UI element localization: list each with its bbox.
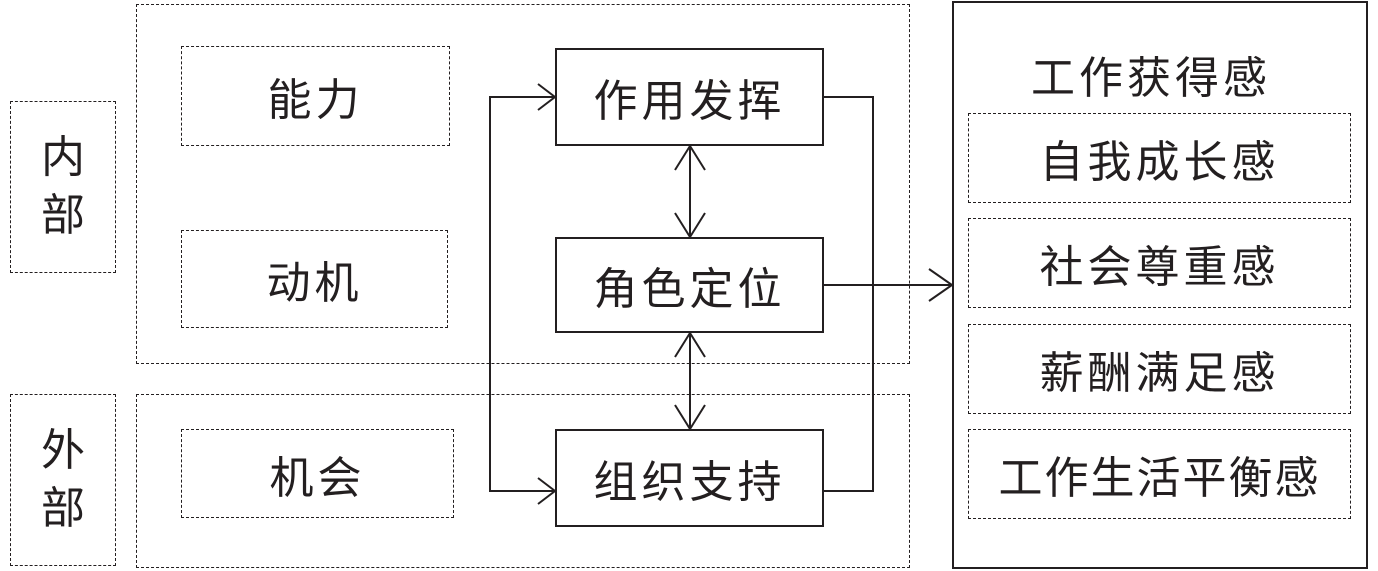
org-support-box: 组织支持 bbox=[555, 429, 824, 527]
outcome-title: 工作获得感 bbox=[1031, 53, 1271, 104]
opportunity-label: 机会 bbox=[269, 452, 366, 504]
outcome-item: 薪酬满足感 bbox=[968, 324, 1351, 414]
external-label-box: 外 部 bbox=[10, 394, 116, 566]
role-positioning-label: 角色定位 bbox=[593, 264, 786, 315]
internal-label-box: 内 部 bbox=[10, 101, 116, 273]
org-support-label: 组织支持 bbox=[593, 457, 786, 508]
outcome-item-label: 工作生活平衡感 bbox=[998, 453, 1321, 504]
external-char-1: 外 bbox=[41, 425, 85, 476]
outcome-item: 自我成长感 bbox=[968, 113, 1351, 203]
outcome-item-label: 社会尊重感 bbox=[1039, 242, 1280, 293]
motivation-label: 动机 bbox=[266, 258, 363, 309]
role-play-label: 作用发挥 bbox=[593, 76, 786, 127]
internal-char-2: 部 bbox=[41, 190, 85, 241]
ability-label: 能力 bbox=[267, 75, 364, 126]
external-group bbox=[136, 394, 910, 568]
outcome-item: 工作生活平衡感 bbox=[968, 429, 1351, 519]
right-bracket-line bbox=[824, 96, 874, 492]
ability-box: 能力 bbox=[181, 46, 450, 146]
double-arrow-top-up bbox=[674, 144, 706, 171]
outcome-item-label: 薪酬满足感 bbox=[1039, 348, 1280, 399]
internal-char-1: 内 bbox=[41, 132, 85, 183]
motivation-box: 动机 bbox=[181, 230, 448, 328]
left-bracket-line bbox=[489, 96, 555, 492]
outcome-item: 社会尊重感 bbox=[968, 218, 1351, 308]
outcome-item-label: 自我成长感 bbox=[1039, 137, 1280, 188]
external-char-2: 部 bbox=[41, 483, 85, 534]
double-arrow-bottom-up bbox=[674, 331, 706, 358]
internal-group bbox=[136, 4, 910, 364]
outcome-panel bbox=[952, 1, 1368, 569]
role-positioning-box: 角色定位 bbox=[555, 237, 824, 333]
opportunity-box: 机会 bbox=[181, 429, 454, 518]
role-play-box: 作用发挥 bbox=[555, 48, 824, 146]
